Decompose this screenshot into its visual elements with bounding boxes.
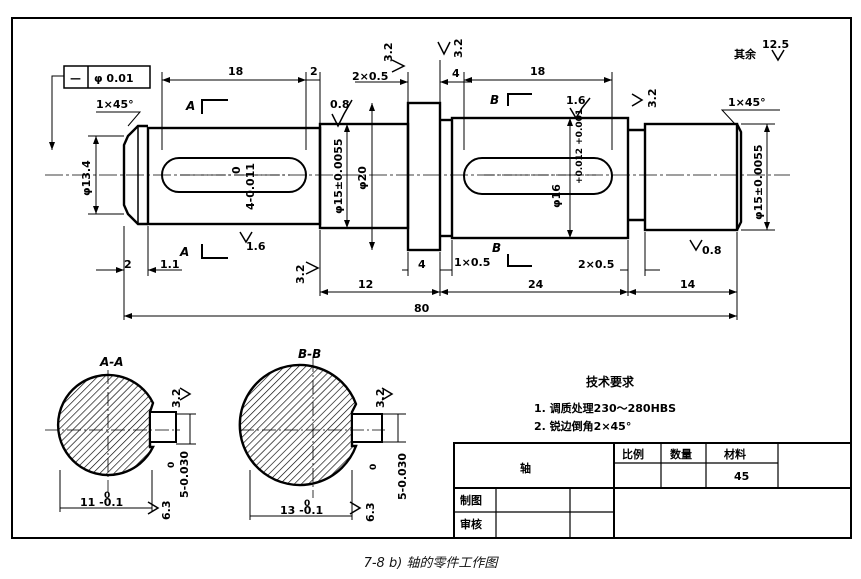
section-mark-b-bottom: B — [492, 241, 501, 255]
section-a: A-A 0 11 -0.1 0 5-0.030 3.2 6.3 — [45, 355, 196, 520]
dim-dia-15-left: φ15±0.0055 — [332, 138, 345, 214]
figure-caption: 7-8 b) 轴的零件工作图 — [363, 556, 498, 571]
requirement-2: 2. 锐边倒角2×45° — [534, 419, 631, 433]
dim-24: 24 — [528, 278, 544, 291]
rest-value: 12.5 — [762, 38, 789, 51]
dim-14: 14 — [680, 278, 696, 291]
tolerance-symbol: — — [70, 72, 81, 85]
chamfer-right: 1×45° — [728, 96, 766, 109]
section-b-width: 13 -0.1 — [280, 504, 323, 517]
section-mark-a-bottom: A — [179, 245, 189, 259]
dim-dia-16-tol: +0.012 +0.001 — [575, 109, 585, 184]
dimension-arrows — [49, 77, 770, 319]
dim-2x05: 2×0.5 — [352, 70, 388, 83]
dim-dia-20: φ20 — [356, 166, 369, 190]
requirements-title: 技术要求 — [586, 374, 635, 389]
roughness-63-sec-b: 6.3 — [364, 503, 377, 523]
roughness-08-left: 0.8 — [330, 98, 350, 111]
roughness-32-sec-b: 3.2 — [374, 389, 387, 409]
section-b: B-B 0 13 -0.1 0 5-0.030 3.2 6.3 — [238, 347, 409, 523]
roughness-63-sec-a: 6.3 — [160, 501, 173, 521]
roughness-32-sec-a: 3.2 — [170, 389, 183, 409]
dimension-lines — [51, 60, 780, 320]
technical-requirements: 技术要求 1. 调质处理230～280HBS 2. 锐边倒角2×45° — [534, 374, 676, 433]
section-b-width-nom: 0 — [304, 499, 310, 509]
section-b-key: 5-0.030 — [396, 453, 409, 500]
part-drawing: — φ 0.01 A A B B 18 2 2×0.5 4 18 1×45° 1… — [11, 17, 852, 539]
roughness-16-bottom: 1.6 — [246, 240, 266, 253]
roughness-32-right: 3.2 — [646, 89, 659, 109]
dim-18-right: 18 — [530, 65, 545, 78]
dim-1x05: 1×0.5 — [454, 256, 490, 269]
section-b-title: B-B — [298, 347, 321, 361]
section-a-width: 11 -0.1 — [80, 496, 123, 509]
section-a-key: 5-0.030 — [178, 451, 191, 498]
dim-12: 12 — [358, 278, 373, 291]
check-label: 审核 — [460, 517, 482, 531]
dim-2x05-bottom: 2×0.5 — [578, 258, 614, 271]
dim-80: 80 — [414, 302, 430, 315]
dim-2-bottom: 2 — [124, 258, 132, 271]
roughness-32-top1: 3.2 — [382, 43, 395, 63]
chamfer-left: 1×45° — [96, 98, 134, 111]
roughness-08-bottom: 0.8 — [702, 244, 722, 257]
title-block — [453, 442, 852, 539]
scale-label: 比例 — [622, 447, 644, 461]
roughness-32-bottom: 3.2 — [294, 265, 307, 285]
section-b-key-nom: 0 — [369, 464, 379, 470]
dim-1-1: 1.1 — [160, 258, 180, 271]
dim-18-left: 18 — [228, 65, 243, 78]
tolerance-frame: — φ 0.01 — [63, 65, 151, 89]
section-markers — [201, 93, 532, 267]
rest-label: 其余 — [734, 47, 757, 61]
section-mark-a-top: A — [185, 99, 195, 113]
requirement-1: 1. 调质处理230～280HBS — [534, 401, 676, 415]
dim-2: 2 — [310, 65, 318, 78]
section-a-width-nom: 0 — [104, 491, 110, 501]
material-value: 45 — [734, 470, 749, 483]
tolerance-value: φ 0.01 — [94, 72, 134, 85]
dim-dia-15-right: φ15±0.0055 — [752, 144, 765, 220]
drawing-frame — [11, 17, 852, 539]
section-mark-b-top: B — [490, 93, 499, 107]
dim-keyway-a: 4-0.011 — [244, 163, 257, 210]
section-a-key-nom: 0 — [167, 462, 177, 468]
draw-label: 制图 — [460, 493, 482, 507]
dim-dia-16: φ16 — [550, 184, 563, 208]
part-name: 轴 — [520, 461, 531, 475]
shaft-profile — [122, 101, 743, 252]
dim-4-bottom: 4 — [418, 258, 426, 271]
section-a-title: A-A — [99, 355, 124, 369]
dim-4-top: 4 — [452, 67, 460, 80]
roughness-symbols — [147, 41, 785, 515]
dim-keyway-a-nom: 0 — [230, 166, 243, 174]
dim-dia-13-4: φ13.4 — [80, 160, 93, 196]
roughness-32-top2: 3.2 — [452, 39, 465, 59]
qty-label: 数量 — [670, 447, 692, 461]
material-label: 材料 — [724, 447, 746, 461]
roughness-16-top: 1.6 — [566, 94, 586, 107]
